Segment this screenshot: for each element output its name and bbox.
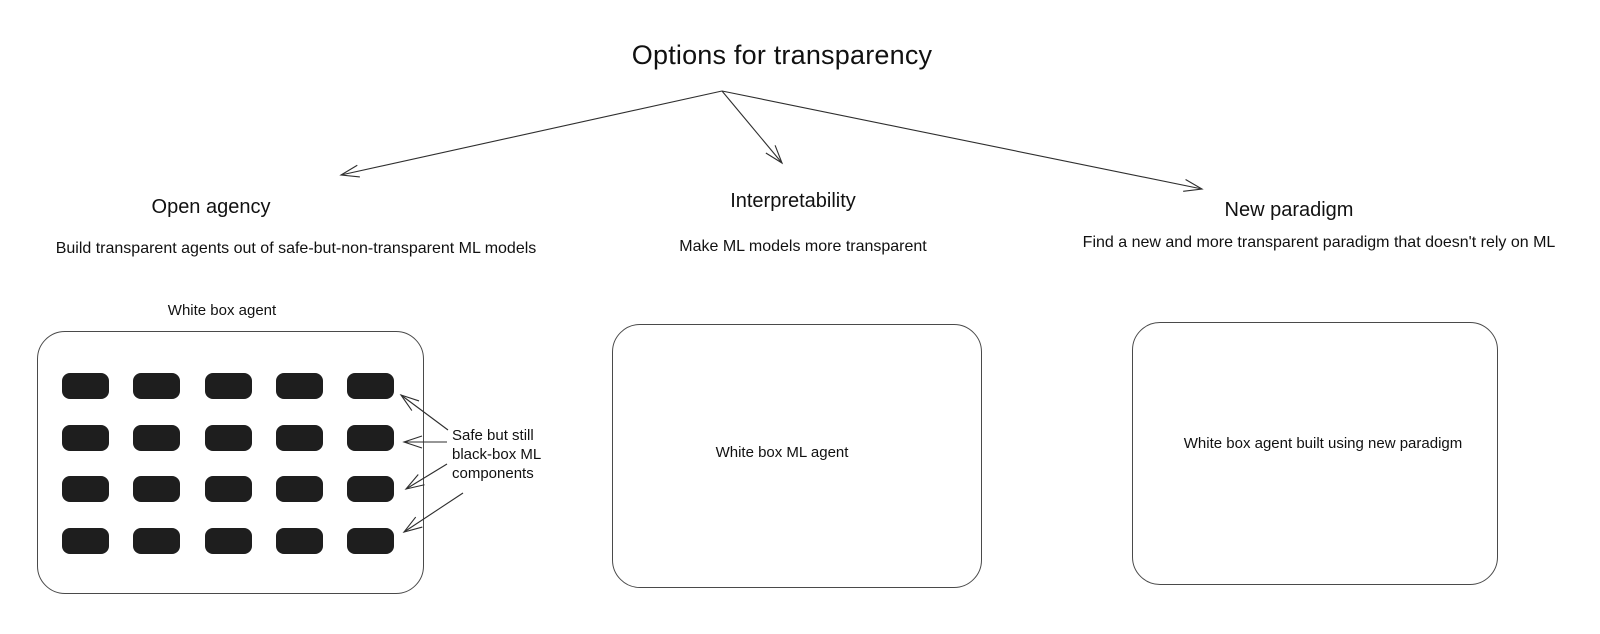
ml-component-block [275, 424, 323, 451]
ml-component-block [275, 476, 323, 503]
annotation-safe-but-black-box: Safe but still black-box ML components [452, 426, 541, 483]
branch-desc-interpretability: Make ML models more transparent [679, 238, 927, 255]
component-row [62, 373, 394, 399]
white-box-ml-agent-box [612, 324, 982, 588]
ml-component-block [62, 424, 109, 451]
new-paradigm-agent-label: White box agent built using new paradigm [1183, 435, 1463, 452]
ml-component-block [133, 476, 181, 503]
new-paradigm-agent-box [1132, 322, 1498, 585]
ml-component-block [62, 476, 109, 503]
branch-desc-open-agency: Build transparent agents out of safe-but… [55, 240, 537, 257]
ml-component-block [347, 476, 394, 503]
ml-component-block [204, 527, 252, 554]
arrow-title-to-interpretability [721, 90, 784, 165]
ml-component-block [204, 373, 252, 399]
diagram-title: Options for transparency [631, 40, 933, 70]
annotation-line: Safe but still [452, 427, 534, 444]
ml-component-block [133, 424, 181, 451]
ml-component-block [133, 527, 181, 554]
branch-heading-open-agency: Open agency [151, 196, 271, 218]
ml-component-block [204, 424, 252, 451]
arrow-title-to-new-paradigm [721, 90, 1204, 192]
white-box-agent-title: White box agent [167, 302, 277, 319]
ml-component-block [347, 424, 394, 451]
branch-heading-new-paradigm: New paradigm [1224, 199, 1354, 221]
branch-desc-new-paradigm: Find a new and more transparent paradigm… [1082, 234, 1556, 251]
ml-component-block [62, 527, 109, 554]
annotation-line: components [452, 465, 534, 482]
branch-heading-interpretability: Interpretability [730, 190, 856, 212]
ml-component-block [62, 373, 109, 399]
component-row [62, 527, 394, 554]
white-box-agent-box [37, 331, 424, 594]
ml-components-grid [62, 373, 394, 554]
annotation-line: black-box ML [452, 446, 542, 463]
ml-component-block [347, 527, 394, 554]
ml-component-block [204, 476, 252, 503]
ml-component-block [133, 373, 181, 399]
component-row [62, 476, 394, 503]
arrow-title-to-open-agency [339, 90, 723, 178]
white-box-ml-agent-label: White box ML agent [715, 444, 849, 461]
ml-component-block [275, 373, 323, 399]
ml-component-block [347, 373, 394, 399]
ml-component-block [275, 527, 323, 554]
component-row [62, 424, 394, 451]
